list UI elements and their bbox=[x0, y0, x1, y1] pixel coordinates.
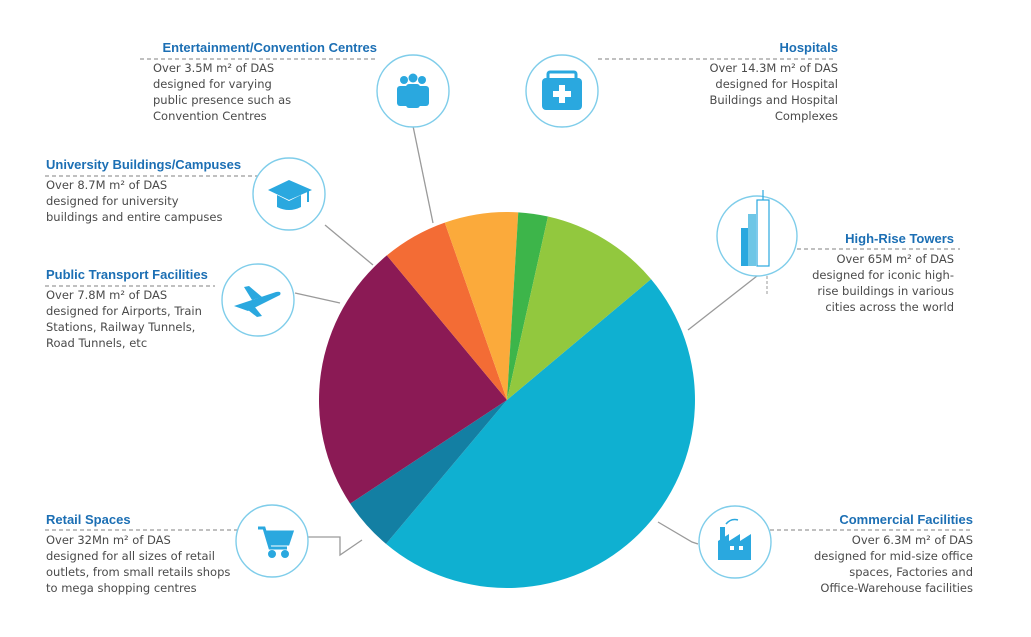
desc-line: Over 32Mn m² of DAS bbox=[46, 533, 171, 547]
desc-line: Over 8.7M m² of DAS bbox=[46, 178, 168, 192]
desc-line: outlets, from small retails shops bbox=[46, 565, 231, 579]
factory-icon bbox=[718, 518, 751, 560]
desc-line: Over 6.3M m² of DAS bbox=[851, 533, 973, 547]
desc-line: Over 14.3M m² of DAS bbox=[709, 61, 838, 75]
category-description: Over 14.3M m² of DAS designed for Hospit… bbox=[598, 60, 838, 124]
desc-line: Convention Centres bbox=[153, 109, 267, 123]
category-entertainment: Entertainment/Convention Centres Over 3.… bbox=[137, 40, 377, 124]
category-description: Over 3.5M m² of DAS designed for varying… bbox=[137, 60, 377, 124]
desc-line: designed for mid-size office bbox=[813, 549, 973, 563]
connector-lines bbox=[45, 58, 973, 557]
desc-line: designed for iconic high- bbox=[812, 268, 954, 282]
connector-entertainment bbox=[412, 125, 434, 224]
desc-line: Road Tunnels, etc bbox=[46, 336, 148, 350]
pie-slice-entertainment bbox=[507, 212, 548, 400]
pie-slices bbox=[319, 212, 695, 588]
desc-line: designed for university bbox=[46, 194, 179, 208]
desc-line: designed for all sizes of retail bbox=[46, 549, 215, 563]
pie-slice-high-rise bbox=[386, 279, 695, 588]
category-description: Over 7.8M m² of DAS designed for Airport… bbox=[46, 287, 286, 351]
category-title: Hospitals bbox=[779, 40, 838, 55]
people-group-icon bbox=[397, 73, 429, 108]
desc-line: Over 7.8M m² of DAS bbox=[46, 288, 168, 302]
skyscraper-icon bbox=[741, 190, 770, 296]
graduation-cap-icon bbox=[268, 180, 312, 210]
airplane-icon bbox=[234, 286, 281, 317]
connector-university bbox=[324, 224, 374, 266]
category-title: Commercial Facilities bbox=[839, 512, 973, 527]
desc-line: Buildings and Hospital bbox=[709, 93, 838, 107]
shopping-cart-icon bbox=[258, 526, 295, 558]
desc-line: spaces, Factories and bbox=[849, 565, 973, 579]
pie-slice-hospitals bbox=[507, 216, 652, 400]
category-description: Over 6.3M m² of DAS designed for mid-siz… bbox=[733, 532, 973, 596]
desc-line: rise buildings in various bbox=[817, 284, 954, 298]
category-retail: Retail Spaces Over 32Mn m² of DAS design… bbox=[46, 512, 286, 596]
desc-line: designed for varying bbox=[153, 77, 272, 91]
category-description: Over 32Mn m² of DAS designed for all siz… bbox=[46, 532, 286, 596]
pie-slice-university bbox=[444, 212, 519, 400]
desc-line: buildings and entire campuses bbox=[46, 210, 223, 224]
desc-line: public presence such as bbox=[153, 93, 292, 107]
category-title: Retail Spaces bbox=[46, 512, 131, 527]
category-title: University Buildings/Campuses bbox=[46, 157, 242, 172]
category-title: Entertainment/Convention Centres bbox=[162, 40, 377, 55]
desc-line: cities across the world bbox=[825, 300, 954, 314]
pie-slice-retail bbox=[319, 255, 507, 504]
connector-retail bbox=[308, 536, 363, 557]
category-commercial: Commercial Facilities Over 6.3M m² of DA… bbox=[733, 512, 973, 596]
category-university: University Buildings/Campuses Over 8.7M … bbox=[46, 157, 286, 225]
desc-line: designed for Airports, Train bbox=[46, 304, 202, 318]
desc-line: Over 65M m² of DAS bbox=[836, 252, 954, 266]
pie-slice-transport bbox=[386, 222, 507, 400]
desc-line: designed for Hospital bbox=[715, 77, 838, 91]
desc-line: to mega shopping centres bbox=[46, 581, 197, 595]
pie-slice-commercial bbox=[350, 400, 507, 544]
category-description: Over 8.7M m² of DAS designed for univers… bbox=[46, 177, 286, 225]
connector-highrise bbox=[687, 275, 758, 331]
medical-kit-icon bbox=[542, 70, 582, 110]
desc-line: Complexes bbox=[774, 109, 838, 123]
connector-transport bbox=[294, 292, 341, 304]
category-transport: Public Transport Facilities Over 7.8M m²… bbox=[46, 267, 286, 351]
desc-line: Stations, Railway Tunnels, bbox=[46, 320, 196, 334]
category-title: High-Rise Towers bbox=[845, 231, 954, 246]
category-description: Over 65M m² of DAS designed for iconic h… bbox=[714, 251, 954, 315]
connector-commercial bbox=[657, 521, 699, 545]
category-hospitals: Hospitals Over 14.3M m² of DAS designed … bbox=[598, 40, 838, 124]
desc-line: Over 3.5M m² of DAS bbox=[153, 61, 275, 75]
category-title: Public Transport Facilities bbox=[46, 267, 208, 282]
category-highrise: High-Rise Towers Over 65M m² of DAS desi… bbox=[714, 231, 954, 315]
desc-line: Office-Warehouse facilities bbox=[820, 581, 973, 595]
